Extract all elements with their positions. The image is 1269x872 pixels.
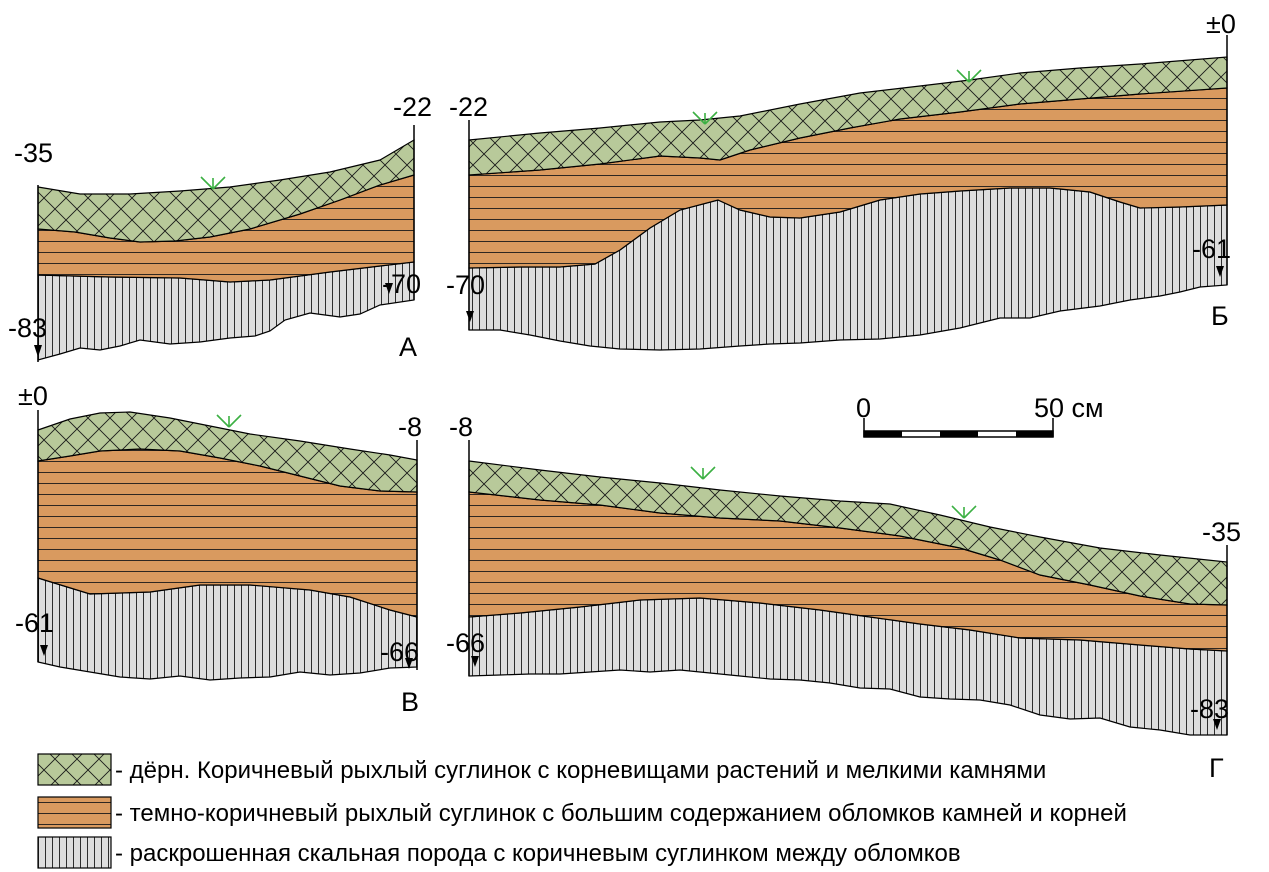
root-icon [951, 505, 977, 519]
depth-marker-icon [385, 283, 393, 294]
legend-text-loam: - темно-коричневый рыхлый суглинок с бол… [115, 800, 1127, 827]
depth-marker-icon [40, 645, 48, 656]
label-right-top: ±0 [1206, 9, 1236, 39]
label-left-top: -35 [14, 138, 53, 168]
turf-layer [37, 138, 415, 243]
root-icon [200, 176, 226, 190]
legend-item-loam: - темно-коричневый рыхлый суглинок с бол… [37, 796, 1127, 829]
root-icon [216, 414, 242, 428]
legend-text-turf: - дёрн. Коричневый рыхлый суглинок с кор… [115, 757, 1046, 784]
section-b: -22 ±0 -70 -61 Б [446, 9, 1236, 351]
legend-text-rock: - раскрошенная скальная порода с коричне… [115, 840, 961, 867]
label-right-bottom: -66 [380, 637, 419, 667]
depth-marker-icon [1213, 719, 1221, 730]
section-letter: А [399, 332, 417, 362]
section-v: ±0 -8 -61 -66 В [15, 381, 422, 717]
legend-item-turf: - дёрн. Коричневый рыхлый суглинок с кор… [37, 753, 1046, 786]
depth-marker-icon [405, 658, 413, 669]
label-left-top: -22 [449, 92, 488, 122]
section-letter: В [401, 687, 419, 717]
label-right-top: -22 [393, 92, 432, 122]
depth-marker-icon [471, 656, 479, 667]
label-left-bottom: -66 [446, 628, 485, 658]
root-icon [690, 466, 716, 480]
legend-swatch-loam [37, 796, 112, 829]
depth-marker-icon [1216, 266, 1224, 277]
root-icon [692, 111, 718, 125]
label-right-bottom: -61 [1192, 234, 1231, 264]
label-left-bottom: -61 [15, 608, 54, 638]
label-right-top: -35 [1202, 517, 1241, 547]
scale-bar: 0 50 см [856, 393, 1104, 438]
section-g: -8 -35 -66 -83 Г [446, 412, 1241, 783]
depth-marker-icon [466, 311, 474, 322]
legend-swatch-rock [37, 836, 112, 869]
legend: - дёрн. Коричневый рыхлый суглинок с кор… [37, 753, 1127, 869]
section-a: -35 -22 -83 -70 А [8, 92, 432, 362]
label-right-top: -8 [398, 412, 422, 442]
scale-start-label: 0 [856, 393, 871, 423]
turf-layer [468, 460, 1228, 606]
section-letter: Г [1209, 753, 1224, 783]
turf-layer [468, 56, 1228, 176]
section-letter: Б [1211, 301, 1229, 331]
label-right-bottom: -70 [382, 269, 421, 299]
label-left-top: ±0 [18, 381, 48, 411]
label-left-bottom: -70 [446, 270, 485, 300]
scale-end-label: 50 см [1034, 393, 1104, 423]
legend-item-rock: - раскрошенная скальная порода с коричне… [37, 836, 961, 869]
legend-swatch-turf [37, 753, 112, 786]
label-left-top: -8 [449, 412, 473, 442]
root-icon [956, 69, 982, 83]
label-left-bottom: -83 [8, 313, 47, 343]
depth-marker-icon [34, 345, 42, 357]
label-right-bottom: -83 [1190, 694, 1229, 724]
